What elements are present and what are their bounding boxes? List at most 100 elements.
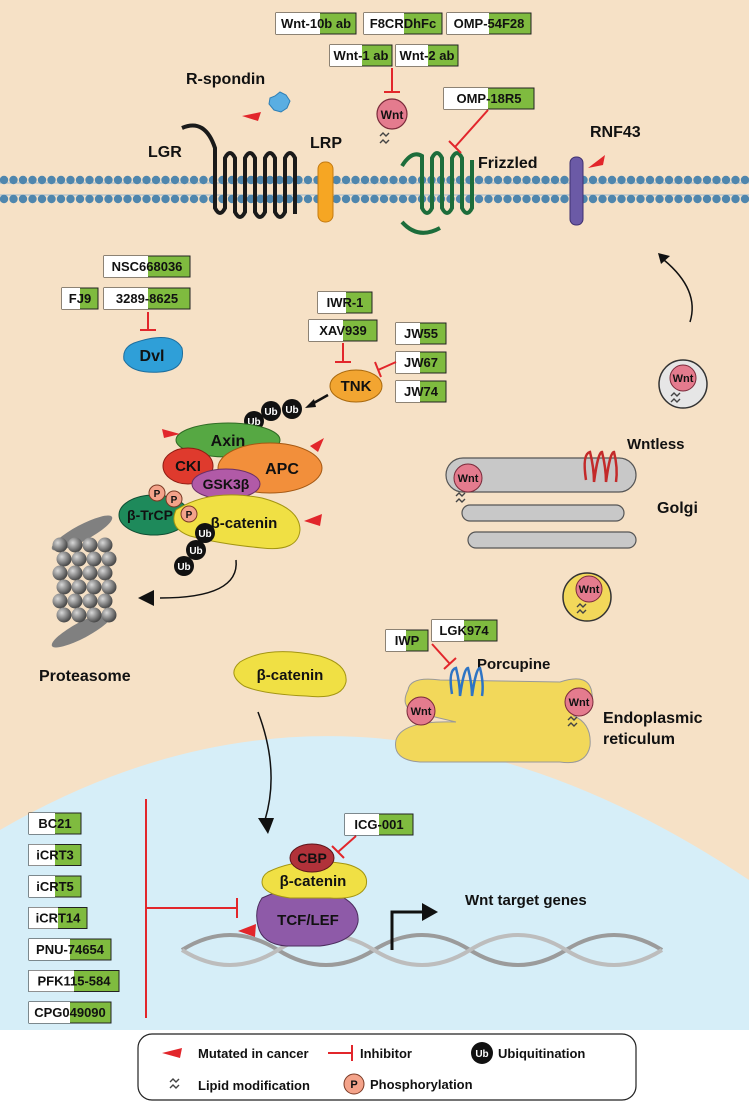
membrane-bead	[332, 194, 341, 204]
proteasome-label: Proteasome	[39, 668, 131, 685]
degradation-arrow	[159, 559, 237, 599]
porcupine-label: Porcupine	[477, 656, 550, 673]
proteasome-subunit	[52, 565, 68, 581]
membrane-bead	[180, 194, 189, 204]
membrane-bead	[512, 175, 522, 185]
legend-lipid-label: Lipid modification	[198, 1078, 310, 1093]
inhibitor-line	[454, 109, 489, 148]
wnt-label: Wnt	[673, 373, 694, 385]
membrane-bead	[151, 194, 161, 204]
drug-fj9: FJ9	[69, 291, 91, 306]
drug-box-highlight	[62, 288, 80, 309]
membrane-bead	[550, 194, 560, 204]
membrane-bead	[104, 175, 113, 185]
membrane-bead	[683, 194, 693, 204]
membrane-bead	[66, 194, 75, 204]
drug-box-highlight	[345, 814, 379, 835]
drug-lgk974: LGK974	[439, 623, 489, 638]
r-spondin-label: R-spondin	[186, 71, 265, 88]
membrane-bead	[66, 175, 75, 185]
proteasome-subunit	[71, 579, 87, 595]
wntless-label: Wntless	[627, 436, 685, 453]
frizzled-receptor	[400, 151, 474, 235]
membrane-bead	[303, 194, 313, 204]
legend-ub-icon-label: Ub	[475, 1049, 488, 1060]
membrane-bead	[370, 175, 379, 185]
nuclear-import-arrow	[257, 711, 272, 821]
proteasome-subunit	[86, 607, 102, 623]
rnf43-protein	[569, 156, 584, 226]
membrane-bead	[37, 194, 47, 204]
proteasome-subunit	[56, 551, 72, 567]
drug-iwr-1: IWR-1	[327, 295, 364, 310]
membrane-bead	[104, 194, 113, 204]
drug-icg-001: ICG-001	[354, 817, 403, 832]
membrane-bead	[541, 194, 550, 204]
membrane-bead	[265, 175, 275, 185]
membrane-bead	[379, 194, 389, 204]
membrane-bead	[189, 175, 199, 185]
target-genes-label: Wnt target genes	[465, 892, 587, 909]
membrane-bead	[123, 194, 132, 204]
membrane-bead	[408, 175, 417, 185]
wnt-label: Wnt	[579, 584, 600, 596]
membrane-bead	[493, 175, 503, 185]
lgr-receptor	[181, 123, 297, 219]
dvl-label: Dvl	[140, 348, 165, 365]
drug-box-highlight	[309, 320, 343, 341]
dna-helix	[180, 933, 664, 967]
phospho-site	[148, 484, 166, 502]
membrane-bead	[541, 175, 550, 185]
legend-ubiquitination-label: Ubiquitination	[498, 1046, 585, 1061]
membrane-bead	[256, 175, 265, 185]
inhibitor-line	[431, 643, 451, 665]
membrane-bead	[351, 194, 360, 204]
drug-box-highlight	[104, 256, 148, 277]
destruction-complex: Axin APC CKI GSK3β β-TrCP β-catenin P P …	[118, 422, 324, 576]
ub-label: Ub	[177, 562, 190, 573]
drug-box-highlight	[29, 939, 70, 960]
membrane-bead	[341, 175, 351, 185]
membrane-bead	[360, 175, 370, 185]
wnt-vesicle-upper: Wnt	[658, 359, 708, 409]
wntless-protein	[583, 450, 618, 483]
membrane-bead	[645, 175, 655, 185]
gsk3b-label: GSK3β	[203, 476, 250, 492]
drug-box-highlight	[29, 844, 55, 866]
membrane-bead	[664, 175, 674, 185]
lrp-receptor	[317, 161, 334, 223]
membrane-bead	[94, 175, 104, 185]
membrane-bead	[161, 194, 170, 204]
membrane-bead	[132, 175, 142, 185]
drug-box-highlight	[29, 876, 55, 897]
r-spondin-mutation-marker	[242, 112, 261, 121]
membrane-bead	[626, 175, 636, 185]
cki-label: CKI	[175, 458, 201, 475]
ub-circle	[174, 556, 194, 576]
membrane-bead	[303, 175, 313, 185]
legend: Mutated in cancer Inhibitor Ub Ubiquitin…	[137, 1033, 637, 1101]
membrane-bead	[275, 194, 284, 204]
membrane-bead	[189, 194, 199, 204]
p-label: P	[186, 510, 193, 521]
membrane-bead	[9, 194, 18, 204]
drug-box-highlight	[447, 13, 489, 34]
drug-wnt-2-ab: Wnt-2 ab	[400, 48, 455, 63]
ub-circle	[195, 523, 215, 543]
membrane-bead	[740, 175, 749, 185]
membrane-bead	[560, 194, 569, 204]
nuclear-drug-3: iCRT14	[36, 911, 82, 926]
membrane-bead	[170, 175, 180, 185]
er-label-line1: Endoplasmic	[603, 710, 703, 727]
ub-circle	[186, 540, 206, 560]
drug-jw55: JW55	[404, 326, 438, 341]
membrane-bead	[740, 194, 749, 204]
wnt-label: Wnt	[411, 706, 432, 718]
cbp-protein	[289, 843, 335, 873]
drug-wnt-10b-ab: Wnt-10b ab	[281, 16, 351, 31]
wnt-ligand-extracellular: Wnt	[376, 98, 408, 144]
bcatenin-mutation-marker	[304, 514, 322, 526]
proteasome-subunit	[86, 551, 102, 567]
drug-iwp: IWP	[395, 633, 420, 648]
wnt-er-right: Wnt	[564, 687, 594, 727]
